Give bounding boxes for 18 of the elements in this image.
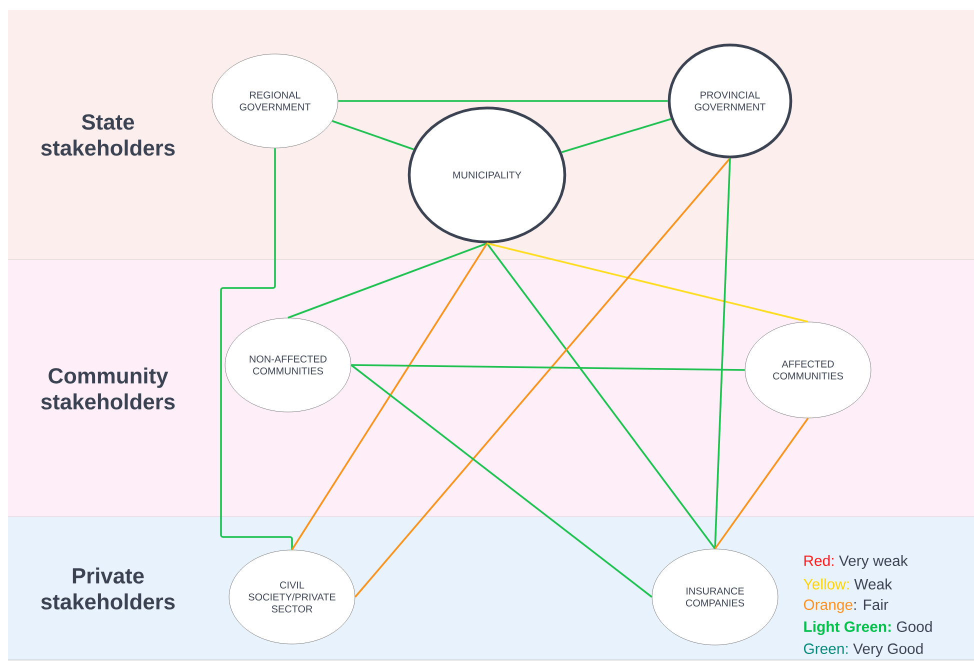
legend-entry: Red: Very weak [804,555,908,569]
connector-line [288,242,488,319]
connector-line [714,418,809,550]
connector-line [486,242,716,550]
connector-line [714,158,731,549]
connector-line [351,364,745,371]
connector-line [291,242,488,550]
legend-entry: Green: Very Good [804,643,923,657]
legend-entry: Yellow: Weak [804,578,892,590]
connector-line [332,120,414,150]
connector-line [561,118,672,154]
connector-line [486,242,808,323]
connector-line [350,364,652,598]
legend-entry: Orange: Fair [804,599,888,613]
connector-line [220,148,293,550]
connector-line [338,100,668,102]
connector-line [354,158,731,598]
legend-entry: Light Green: Good [804,621,932,635]
